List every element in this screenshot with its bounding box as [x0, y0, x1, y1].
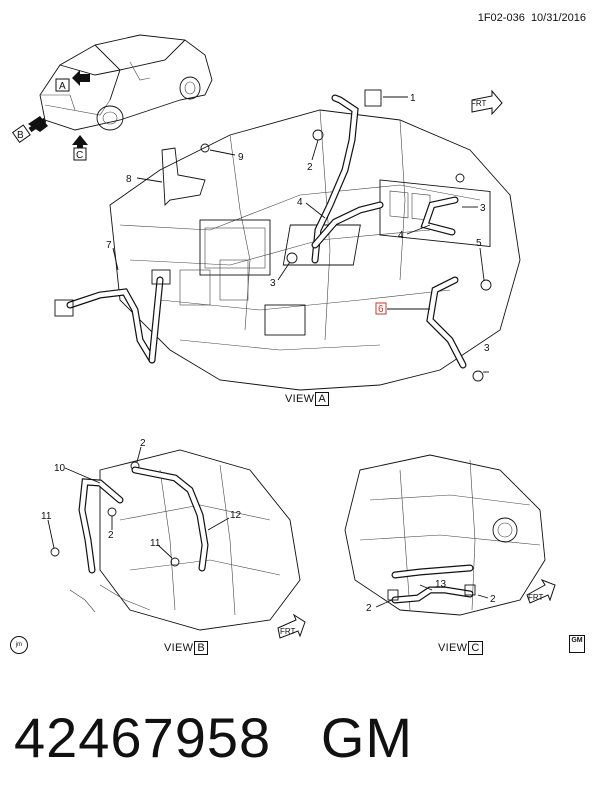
- callout-13: 13: [435, 579, 447, 590]
- callout-6: 6: [378, 304, 384, 315]
- callout-b-2-top: 2: [140, 438, 146, 449]
- callout-3-lower-right: 3: [484, 343, 490, 354]
- arrow-c-label: C: [76, 150, 83, 161]
- callout-3-upper-right: 3: [480, 203, 486, 214]
- svg-text:FRT: FRT: [528, 593, 544, 602]
- callout-b-11-left: 11: [41, 511, 52, 522]
- callout-9: 9: [238, 152, 244, 163]
- view-c-callouts: 13 2 2: [366, 579, 496, 614]
- svg-text:FRT: FRT: [471, 99, 487, 108]
- callout-2: 2: [307, 162, 313, 173]
- vehicle-locator: [39, 34, 213, 131]
- arrow-a-label: A: [59, 81, 66, 92]
- svg-text:FRT: FRT: [280, 627, 296, 636]
- view-b-drawing: [50, 449, 301, 631]
- diagram-date: 10/31/2016: [530, 12, 586, 24]
- callout-4-left: 4: [297, 197, 303, 208]
- front-arrow-view-b: FRT: [277, 613, 306, 639]
- callout-3-center: 3: [270, 278, 276, 289]
- callout-1: 1: [410, 93, 416, 104]
- part-number-line: 42467958 GM: [14, 705, 413, 770]
- arrow-b-label: B: [17, 130, 24, 141]
- front-arrow-view-c: FRT: [526, 579, 556, 604]
- brand: GM: [320, 706, 414, 769]
- callout-c-2-right: 2: [490, 594, 496, 605]
- callout-8: 8: [126, 174, 132, 185]
- callout-b-11-mid: 11: [150, 538, 161, 549]
- diagram-code: 1F02-036: [477, 12, 525, 24]
- jm-badge: jm: [10, 636, 28, 654]
- callout-7: 7: [106, 240, 112, 251]
- arrow-c: C: [72, 135, 88, 161]
- diagram-header: 1F02-036 10/31/2016: [478, 12, 586, 24]
- callout-c-2-left: 2: [366, 603, 372, 614]
- gm-logo-badge: GM: [569, 635, 585, 653]
- arrow-a: A: [55, 70, 90, 92]
- front-arrow-view-a: FRT: [471, 89, 503, 116]
- callout-4-right: 4: [398, 230, 404, 241]
- callout-12: 12: [230, 510, 242, 521]
- view-a-callouts: 1 2 9 8 4 3 7 3 4 5 3 6: [106, 93, 490, 373]
- callout-b-2-mid: 2: [108, 530, 114, 541]
- part-number: 42467958: [14, 706, 272, 769]
- view-c-drawing: [344, 454, 546, 616]
- callout-5: 5: [476, 238, 482, 249]
- view-a-drawing: [54, 89, 521, 391]
- view-b-callouts: 2 10 11 2 11 12: [41, 438, 242, 559]
- arrow-b: B: [11, 116, 48, 144]
- callout-10: 10: [54, 463, 66, 474]
